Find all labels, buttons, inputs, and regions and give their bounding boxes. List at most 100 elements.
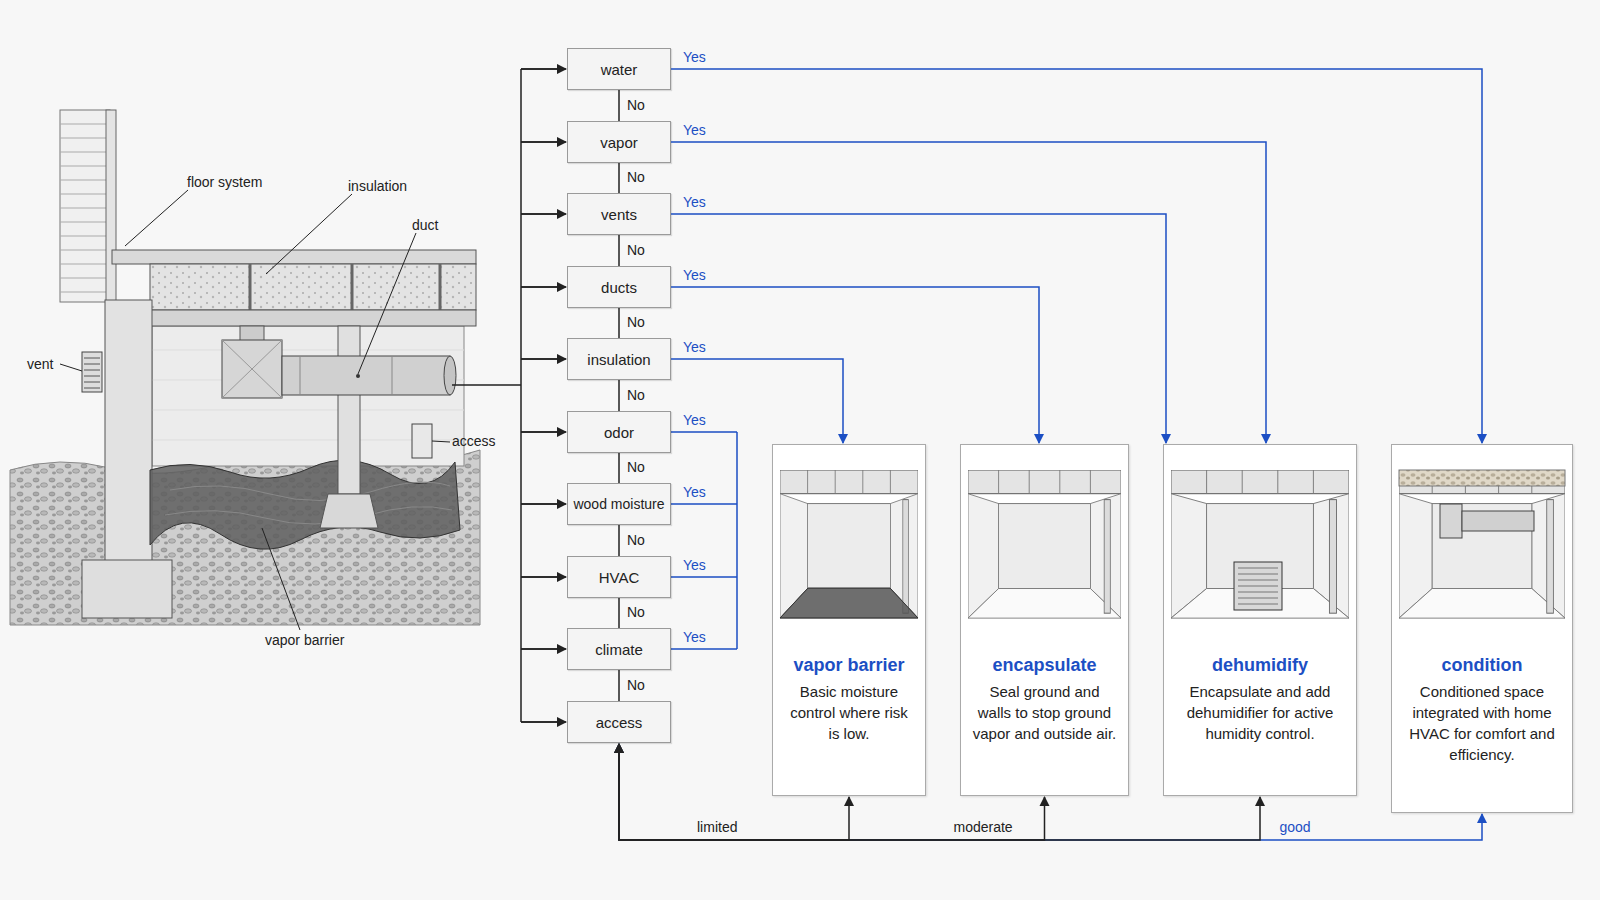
fan-arrow bbox=[521, 721, 566, 723]
part-label: access bbox=[452, 433, 496, 449]
fan-arrow bbox=[521, 648, 566, 650]
flow-connector bbox=[618, 308, 620, 338]
part-label: duct bbox=[412, 217, 438, 233]
fan-arrow bbox=[521, 213, 566, 215]
option-card: conditionConditioned space integrated wi… bbox=[1391, 444, 1573, 813]
decision-box: access bbox=[567, 701, 671, 743]
edge-label: moderate bbox=[954, 819, 1013, 835]
room-sketch bbox=[1171, 470, 1349, 618]
rim-joist bbox=[112, 250, 476, 264]
card-title: vapor barrier bbox=[773, 655, 925, 676]
yes-label: Yes bbox=[683, 412, 706, 428]
edge-label: No bbox=[627, 459, 645, 475]
flow-connector bbox=[618, 598, 620, 628]
decision-text: vents bbox=[601, 206, 637, 223]
edge-label: Yes bbox=[683, 49, 706, 65]
decision-text: vapor bbox=[600, 134, 638, 151]
siding-lines bbox=[60, 124, 110, 292]
card-body: Basic moisture control where risk is low… bbox=[783, 681, 915, 744]
part-label: vent bbox=[27, 356, 53, 372]
decision-box: HVAC bbox=[567, 556, 671, 598]
edge-label: No bbox=[627, 97, 645, 113]
floor-insulation bbox=[150, 264, 476, 310]
barrier-sketch bbox=[780, 588, 918, 618]
flow-connector bbox=[618, 525, 620, 556]
card-title: encapsulate bbox=[961, 655, 1128, 676]
edge-label: No bbox=[627, 242, 645, 258]
foundation-wall bbox=[105, 300, 152, 565]
fan-out-arrows bbox=[521, 69, 565, 722]
round-duct bbox=[282, 356, 450, 395]
card-body: Conditioned space integrated with home H… bbox=[1402, 681, 1562, 765]
footing bbox=[82, 560, 172, 618]
edge-label: No bbox=[627, 387, 645, 403]
decision-text: climate bbox=[595, 641, 643, 658]
duct-box-lines bbox=[222, 340, 282, 398]
flow-connector bbox=[619, 744, 1482, 840]
fan-arrow bbox=[521, 141, 566, 143]
flow-connector bbox=[671, 69, 1482, 443]
back-wall bbox=[152, 326, 464, 466]
edge-label: good bbox=[1280, 819, 1311, 835]
flow-connector bbox=[618, 90, 620, 121]
vent-slats bbox=[84, 358, 100, 388]
yes-label: Yes bbox=[683, 629, 706, 645]
edge-label: No bbox=[627, 169, 645, 185]
decision-box: vapor bbox=[567, 121, 671, 163]
post-footing bbox=[320, 494, 378, 528]
flow-connector bbox=[671, 142, 1266, 443]
yes-bracket bbox=[671, 432, 737, 649]
card-body: Seal ground and walls to stop ground vap… bbox=[971, 681, 1118, 744]
decision-text: wood moisture bbox=[573, 496, 664, 512]
joists bbox=[250, 264, 440, 310]
duct-bands bbox=[300, 356, 392, 395]
wall-trim bbox=[106, 110, 116, 302]
edge-label: Yes bbox=[683, 339, 706, 355]
yes-label: Yes bbox=[683, 484, 706, 500]
flow-connector bbox=[619, 744, 849, 840]
edge-label: No bbox=[627, 314, 645, 330]
duct-sketch bbox=[1462, 511, 1534, 531]
beam bbox=[148, 310, 476, 326]
decision-box: vents bbox=[567, 193, 671, 235]
decision-box: insulation bbox=[567, 338, 671, 380]
decision-box: wood moisture bbox=[567, 483, 671, 525]
decision-text: HVAC bbox=[599, 569, 640, 586]
leader-lines bbox=[60, 190, 450, 630]
decision-text: odor bbox=[604, 424, 634, 441]
option-card: encapsulateSeal ground and walls to stop… bbox=[960, 444, 1129, 796]
decision-box: water bbox=[567, 48, 671, 90]
decision-text: insulation bbox=[587, 351, 650, 368]
house-siding bbox=[60, 110, 110, 302]
card-title: condition bbox=[1392, 655, 1572, 676]
flow-connector bbox=[671, 287, 1039, 443]
fan-arrow bbox=[521, 431, 566, 433]
room-sketch bbox=[968, 470, 1121, 618]
flow-connector bbox=[618, 453, 620, 483]
fan-arrow bbox=[521, 68, 566, 70]
flow-connector bbox=[619, 744, 1260, 840]
duct-collar bbox=[240, 326, 264, 342]
flow-connector bbox=[618, 163, 620, 193]
flow-connector bbox=[671, 214, 1166, 443]
part-label: floor system bbox=[187, 174, 262, 190]
edge-label: No bbox=[627, 604, 645, 620]
flow-connector bbox=[619, 744, 1045, 840]
duct-box-sketch bbox=[1440, 504, 1462, 538]
flow-connector bbox=[671, 359, 843, 443]
flow-connector bbox=[618, 235, 620, 266]
gravel-ground bbox=[10, 450, 480, 625]
room-sketch bbox=[1399, 470, 1565, 618]
decision-text: water bbox=[601, 61, 638, 78]
decision-text: access bbox=[596, 714, 643, 731]
edge-label: Yes bbox=[683, 267, 706, 283]
flow-connector bbox=[618, 380, 620, 411]
room-sketch bbox=[780, 470, 918, 618]
fan-arrow bbox=[521, 576, 566, 578]
edge-label: Yes bbox=[683, 122, 706, 138]
